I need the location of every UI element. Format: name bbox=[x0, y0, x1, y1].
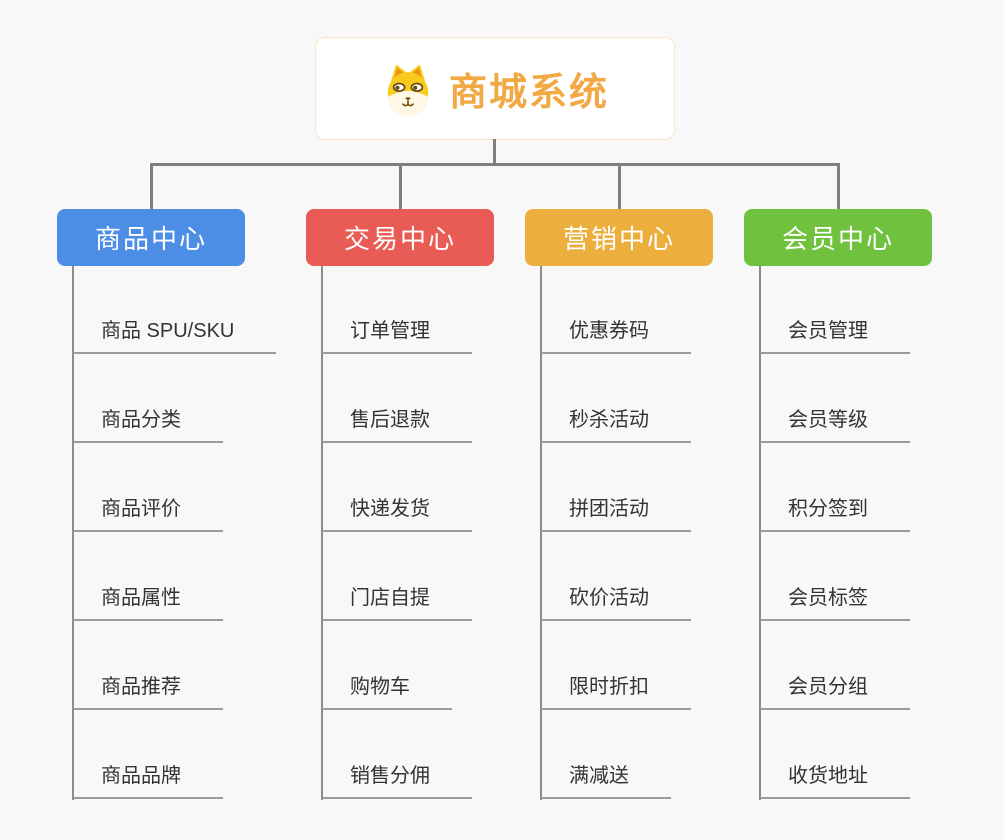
subtopic-item[interactable]: 限时折扣 bbox=[541, 674, 691, 710]
connector-branch-stub bbox=[398, 164, 402, 209]
subtopic-item[interactable]: 会员等级 bbox=[760, 407, 910, 443]
subtopic-item[interactable]: 购物车 bbox=[322, 674, 452, 710]
connector-root-vertical bbox=[493, 139, 496, 164]
subtopic-item[interactable]: 优惠券码 bbox=[541, 318, 691, 354]
branch-label: 交易中心 bbox=[343, 224, 456, 254]
subtopic-item[interactable]: 收货地址 bbox=[760, 763, 910, 799]
branch-label: 营销中心 bbox=[562, 224, 675, 254]
subtopic-item[interactable]: 商品评价 bbox=[73, 496, 223, 532]
subtopic-item[interactable]: 会员标签 bbox=[760, 585, 910, 621]
branch-node-trade-center[interactable]: 交易中心 bbox=[306, 209, 494, 266]
subtopic-item[interactable]: 售后退款 bbox=[322, 407, 472, 443]
shiba-dog-icon bbox=[387, 64, 429, 116]
subtopic-item[interactable]: 快递发货 bbox=[322, 496, 472, 532]
root-topic-label: 商城系统 bbox=[448, 72, 609, 114]
subtopic-item[interactable]: 商品品牌 bbox=[73, 763, 223, 799]
branch-node-product-center[interactable]: 商品中心 bbox=[57, 209, 245, 266]
subtopic-item[interactable]: 订单管理 bbox=[322, 318, 472, 354]
branch-trunk-line bbox=[540, 266, 542, 800]
branch-trunk-line bbox=[321, 266, 323, 800]
subtopic-item[interactable]: 拼团活动 bbox=[541, 496, 691, 532]
subtopic-item[interactable]: 满减送 bbox=[541, 763, 671, 799]
subtopic-item[interactable]: 商品分类 bbox=[73, 407, 223, 443]
subtopic-item[interactable]: 会员管理 bbox=[760, 318, 910, 354]
subtopic-item[interactable]: 会员分组 bbox=[760, 674, 910, 710]
branch-trunk-line bbox=[759, 266, 761, 800]
subtopic-item[interactable]: 销售分佣 bbox=[322, 763, 472, 799]
subtopic-item[interactable]: 商品属性 bbox=[73, 585, 223, 621]
subtopic-item[interactable]: 砍价活动 bbox=[541, 585, 691, 621]
subtopic-item[interactable]: 积分签到 bbox=[760, 496, 910, 532]
subtopic-item[interactable]: 商品 SPU/SKU bbox=[73, 318, 277, 354]
root-topic-node[interactable]: 商城系统 bbox=[315, 37, 675, 140]
connector-branch-stub bbox=[149, 164, 153, 209]
connector-branch-stub bbox=[617, 164, 621, 209]
branch-node-member-center[interactable]: 会员中心 bbox=[744, 209, 932, 266]
branch-node-marketing-center[interactable]: 营销中心 bbox=[525, 209, 713, 266]
connector-horizontal-bus bbox=[150, 163, 840, 166]
subtopic-item[interactable]: 秒杀活动 bbox=[541, 407, 691, 443]
branch-trunk-line bbox=[72, 266, 74, 800]
connector-branch-stub bbox=[836, 164, 840, 209]
subtopic-item[interactable]: 门店自提 bbox=[322, 585, 472, 621]
subtopic-item[interactable]: 商品推荐 bbox=[73, 674, 223, 710]
branch-label: 商品中心 bbox=[94, 224, 207, 254]
branch-label: 会员中心 bbox=[781, 224, 894, 254]
